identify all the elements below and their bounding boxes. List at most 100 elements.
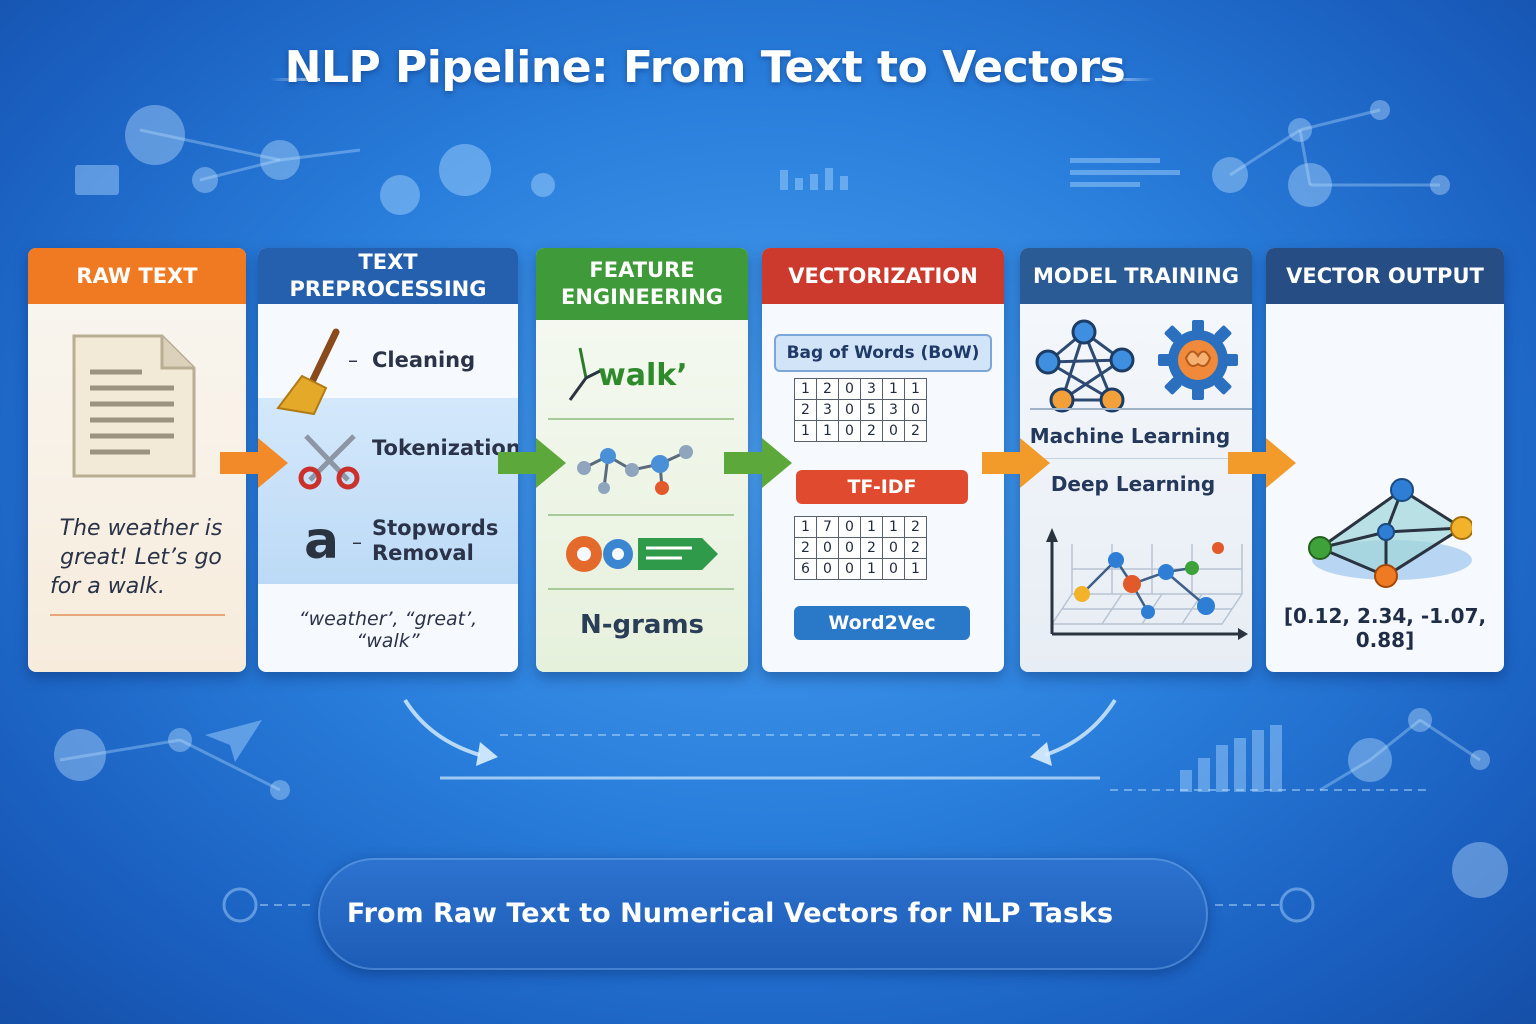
ngrams-label: N-grams <box>579 610 705 640</box>
matrix-cell: 3 <box>882 399 905 421</box>
title-rule-left <box>270 78 320 81</box>
footer-caption: From Raw Text to Numerical Vectors for N… <box>346 898 1114 929</box>
document-icon <box>72 334 196 478</box>
matrix-cell: 2 <box>816 378 839 400</box>
bow-label: Bag of Words (BoW) <box>774 334 992 372</box>
machine-learning-label: Machine Learning <box>1029 424 1231 448</box>
pointer-icon <box>568 347 603 401</box>
matrix-cell: 1 <box>794 516 817 538</box>
stage-header: FEATURE ENGINEERING <box>536 248 748 320</box>
arrow-icon <box>982 438 1050 488</box>
stage-title: MODEL TRAINING <box>1033 263 1239 288</box>
stage-header: VECTOR OUTPUT <box>1266 248 1504 304</box>
stage-header: TEXT PREPROCESSING <box>258 248 518 304</box>
matrix-cell: 0 <box>838 537 861 559</box>
step-label: Stopwords <box>372 516 499 540</box>
matrix-cell: 0 <box>882 558 905 580</box>
matrix-cell: 0 <box>838 378 861 400</box>
raw-text-line: for a walk. <box>50 574 166 599</box>
matrix-cell: 2 <box>904 516 927 538</box>
arrow-icon <box>1228 438 1296 488</box>
page-title: NLP Pipeline: From Text to Vectors <box>284 42 1126 93</box>
3d-plot-icon <box>1046 528 1248 640</box>
matrix-cell: 1 <box>860 516 883 538</box>
word2vec-label: Word2Vec <box>794 606 970 640</box>
matrix-cell: 3 <box>816 399 839 421</box>
matrix-cell: 6 <box>794 558 817 580</box>
arrow-icon <box>724 438 792 488</box>
stage-title: VECTOR OUTPUT <box>1286 263 1484 288</box>
step-tokenization: Tokenization <box>372 436 518 460</box>
brain-gear-icon <box>1158 320 1238 400</box>
stage-title: TEXT PREPROCESSING <box>289 250 487 301</box>
highlight-band <box>258 398 518 584</box>
matrix-cell: 2 <box>860 537 883 559</box>
matrix-cell: 0 <box>838 558 861 580</box>
step-stopwords-removal: Stopwords Removal <box>372 516 498 566</box>
divider <box>1030 408 1252 410</box>
stage-raw-text: RAW TEXT The weather is great! Let’s go … <box>28 248 246 672</box>
matrix-cell: 1 <box>882 516 905 538</box>
matrix-cell: 1 <box>860 558 883 580</box>
raw-text-line: great! Let’s go <box>60 545 222 570</box>
matrix-cell: 5 <box>860 399 883 421</box>
step-dash: – <box>348 348 358 372</box>
scissors-icon <box>298 434 360 490</box>
matrix-cell: 2 <box>794 399 817 421</box>
neural-network-icon <box>1035 319 1135 413</box>
divider <box>1040 458 1240 459</box>
divider <box>50 614 225 616</box>
matrix-cell: 2 <box>794 537 817 559</box>
matrix-cell: 0 <box>816 558 839 580</box>
feature-word: walk’ <box>598 358 688 393</box>
matrix-cell: 3 <box>860 378 883 400</box>
vector-plane-icon <box>1308 478 1472 588</box>
divider <box>548 418 734 420</box>
matrix-cell: 0 <box>838 420 861 442</box>
divider <box>548 514 734 516</box>
stage-title: VECTORIZATION <box>788 263 978 288</box>
svg-text:a: a <box>304 514 339 564</box>
matrix-cell: 2 <box>860 420 883 442</box>
stage-title: RAW TEXT <box>76 263 198 288</box>
matrix-cell: 0 <box>838 399 861 421</box>
stage-model-training: MODEL TRAINING Machine Learning Deep Lea… <box>1020 248 1252 672</box>
broom-icon <box>276 328 340 416</box>
divider <box>548 588 734 590</box>
stage-title-line: FEATURE <box>589 258 695 282</box>
token-list: “weather’, “great’, “walk” <box>298 608 478 652</box>
stage-header: RAW TEXT <box>28 248 246 304</box>
matrix-cell: 2 <box>904 420 927 442</box>
raw-text-sample: The weather is great! Let’s go for a wal… <box>46 514 236 601</box>
matrix-cell: 1 <box>794 420 817 442</box>
vector-output-value: [0.12, 2.34, -1.07, 0.88] <box>1283 604 1487 652</box>
matrix-cell: 1 <box>794 378 817 400</box>
step-label: Removal <box>372 541 474 565</box>
deep-learning-label: Deep Learning <box>1050 472 1216 496</box>
letter-a-icon: a <box>304 514 339 564</box>
tfidf-label: TF-IDF <box>796 470 968 504</box>
matrix-cell: 0 <box>882 420 905 442</box>
matrix-cell: 1 <box>904 558 927 580</box>
matrix-cell: 0 <box>838 516 861 538</box>
stage-text-preprocessing: TEXT PREPROCESSING – Cleaning Tokenizati… <box>258 248 518 672</box>
network-icon <box>577 445 693 495</box>
step-cleaning: Cleaning <box>372 348 476 372</box>
matrix-cell: 0 <box>882 537 905 559</box>
stage-feature-engineering: FEATURE ENGINEERING walk’ N-grams <box>536 248 748 672</box>
matrix-cell: 1 <box>882 378 905 400</box>
footer-banner <box>318 858 1208 970</box>
matrix-cell: 0 <box>816 537 839 559</box>
matrix-cell: 1 <box>904 378 927 400</box>
arrow-icon <box>498 438 566 488</box>
matrix-cell: 0 <box>904 399 927 421</box>
step-dash: – <box>352 530 362 554</box>
